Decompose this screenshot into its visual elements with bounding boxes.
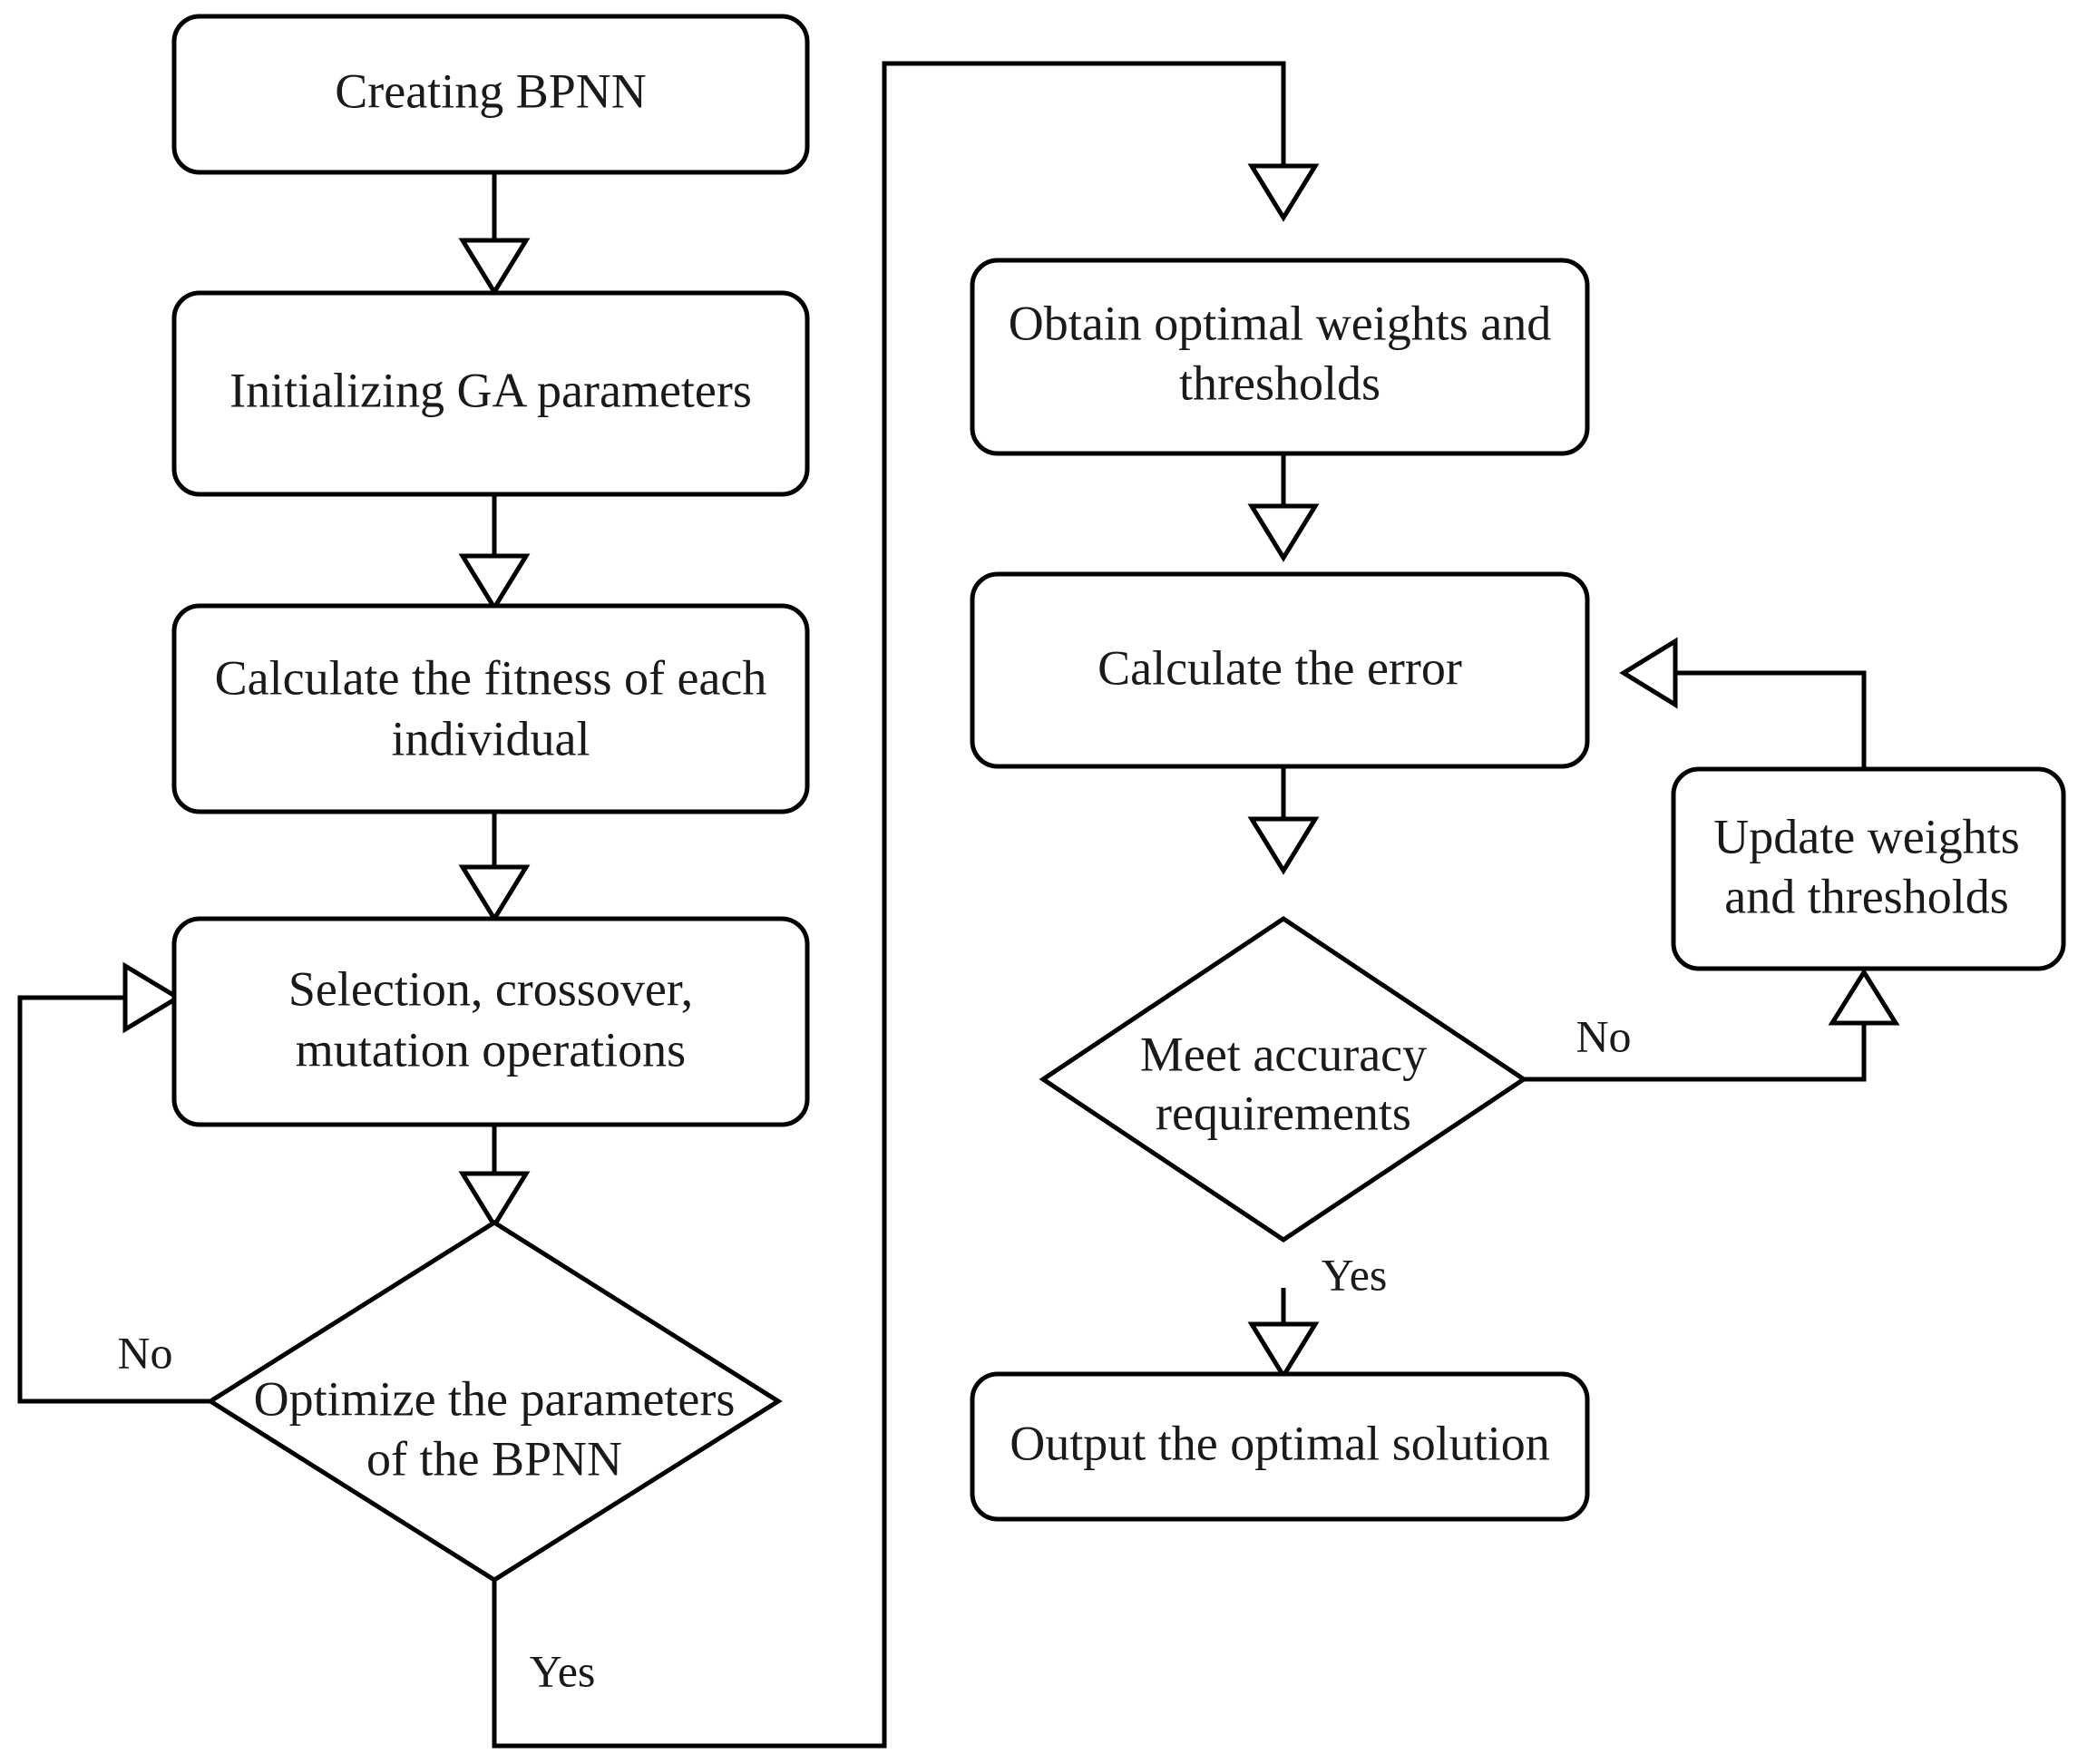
node-update-weights-label-0: Update weights <box>1713 809 2019 863</box>
arrowhead-down-icon <box>458 1171 531 1230</box>
node-optimize-decision-label-1: of the BPNN <box>366 1431 622 1486</box>
node-output-solution[interactable]: Output the optimal solution <box>970 1371 1590 1522</box>
edge-update-weights-to-calc-error <box>1673 670 1867 769</box>
node-accuracy-decision-label-0: Meet accuracy <box>1140 1027 1427 1081</box>
arrowhead-down-icon <box>1247 503 1320 562</box>
node-calc-fitness-label-1: individual <box>392 711 590 765</box>
arrowhead-down-icon <box>458 238 531 297</box>
node-obtain-weights-label-0: Obtain optimal weights and <box>1009 296 1551 350</box>
node-optimize-decision[interactable]: Optimize the parameters of the BPNN <box>206 1220 783 1583</box>
node-optimize-decision-label-0: Optimize the parameters <box>254 1371 736 1426</box>
arrowhead-down-icon <box>458 553 531 612</box>
node-obtain-weights-shape <box>970 258 1590 456</box>
edge-optimize-no-loop <box>17 995 210 1404</box>
edge-accuracy-no-path <box>1524 1025 1867 1082</box>
node-accuracy-decision-shape <box>1039 915 1528 1243</box>
node-output-solution-shape <box>970 1371 1590 1522</box>
edge-optimize-yes-path <box>492 61 1286 1749</box>
node-calc-fitness-shape <box>171 603 810 814</box>
node-obtain-weights[interactable]: Obtain optimal weights and thresholds <box>970 258 1590 456</box>
node-genetic-ops[interactable]: Selection, crossover, mutation operation… <box>171 916 810 1127</box>
edge-label-optimize-yes: Yes <box>530 1645 596 1696</box>
node-create-bpnn-label-0: Creating BPNN <box>335 63 647 118</box>
node-update-weights-shape <box>1671 766 2066 971</box>
node-accuracy-decision-label-1: requirements <box>1156 1086 1411 1140</box>
edge-label-accuracy-yes: Yes <box>1322 1249 1388 1300</box>
arrowhead-down-icon <box>1247 163 1320 222</box>
node-genetic-ops-shape <box>171 916 810 1127</box>
node-calc-fitness[interactable]: Calculate the fitness of each individual <box>171 603 810 814</box>
arrowhead-down-icon <box>1247 816 1320 875</box>
arrowhead-down-icon <box>1247 1321 1320 1380</box>
node-obtain-weights-label-1: thresholds <box>1179 356 1380 410</box>
arrowhead-right-icon <box>122 961 182 1034</box>
node-update-weights[interactable]: Update weights and thresholds <box>1671 766 2066 971</box>
node-optimize-decision-shape <box>206 1220 783 1583</box>
edge-label-accuracy-no: No <box>1576 1010 1631 1061</box>
arrowhead-down-icon <box>458 864 531 923</box>
node-update-weights-label-1: and thresholds <box>1724 869 2008 923</box>
node-calc-error-label-0: Calculate the error <box>1098 640 1462 695</box>
node-calc-error-shape <box>970 571 1590 769</box>
node-init-ga-shape <box>171 290 810 497</box>
node-init-ga-label-0: Initializing GA parameters <box>229 363 752 417</box>
node-calc-error[interactable]: Calculate the error <box>970 571 1590 769</box>
arrowhead-up-icon <box>1828 968 1900 1026</box>
node-genetic-ops-label-0: Selection, crossover, <box>288 961 693 1016</box>
node-calc-fitness-label-0: Calculate the fitness of each <box>215 650 767 705</box>
arrowhead-left-icon <box>1619 637 1678 709</box>
node-create-bpnn[interactable]: Creating BPNN <box>171 14 810 175</box>
node-accuracy-decision[interactable]: Meet accuracy requirements <box>1039 915 1528 1243</box>
edge-label-optimize-no: No <box>117 1327 172 1378</box>
node-init-ga[interactable]: Initializing GA parameters <box>171 290 810 497</box>
node-output-solution-label-0: Output the optimal solution <box>1010 1416 1549 1470</box>
node-genetic-ops-label-1: mutation operations <box>296 1022 686 1077</box>
node-create-bpnn-shape <box>171 14 810 175</box>
